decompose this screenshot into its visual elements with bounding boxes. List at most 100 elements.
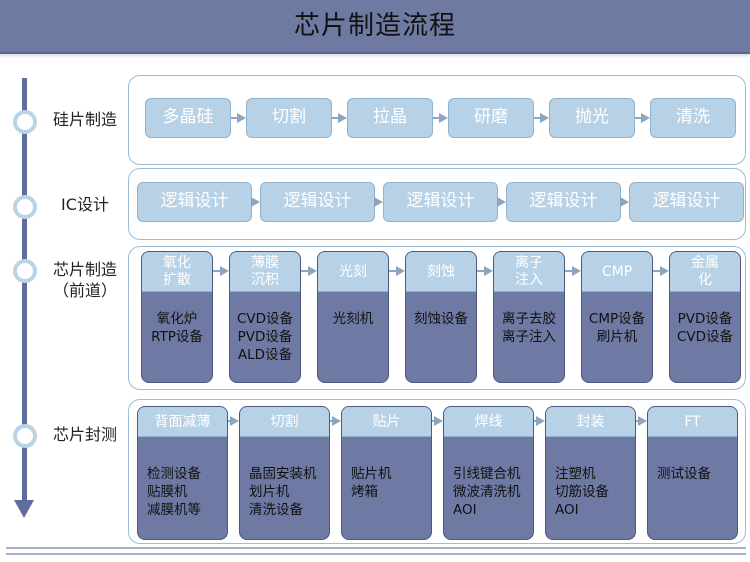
equipment-list: 晶固安装机 划片机 清洗设备 [249,466,317,518]
flow-arrow-icon [220,266,229,276]
process-step-label: 封装 [546,407,635,437]
flow-arrow-shaft [213,270,221,272]
equipment-list: 注塑机 切筋设备 AOI [555,466,609,518]
timeline-arrow-icon [14,500,34,518]
bottom-divider-1 [6,547,746,549]
flow-arrow-shaft [565,270,573,272]
process-step-label: 离子 注入 [494,252,564,292]
process-step-label: CMP [582,252,652,292]
equipment-card: 离子 注入离子去胶 离子注入 [493,251,565,383]
timeline-node-4 [13,424,37,448]
stage-label-ic-design: IC设计 [61,195,109,214]
process-step: 多晶硅 [145,98,231,138]
timeline-node-3 [13,259,37,283]
bottom-divider-2 [6,553,746,555]
process-step-label: 焊线 [444,407,533,437]
flow-arrow-shaft [433,117,440,119]
title-bar [0,0,750,54]
flow-arrow-shaft [231,117,238,119]
timeline-line [22,78,27,508]
flow-arrow-icon [540,113,549,123]
equipment-card: FT 测试设备 [647,406,738,540]
stage-label-packaging: 芯片封测 [52,425,117,444]
flow-arrow-icon [374,197,383,207]
process-step-label: 薄膜 沉积 [230,252,300,292]
flow-arrow-icon [484,266,493,276]
process-step: 切割 [246,98,332,138]
flow-arrow-shaft [477,270,485,272]
equipment-card: 封装注塑机 切筋设备 AOI [545,406,636,540]
flow-arrow-shaft [330,420,333,422]
flow-arrow-icon [251,197,260,207]
flow-arrow-icon [237,113,246,123]
process-step: 逻辑设计 [260,182,375,222]
flow-arrow-shaft [228,420,231,422]
flow-arrow-icon [332,416,341,426]
process-step-label: 切割 [240,407,329,437]
equipment-list: 光刻机 [332,311,374,327]
flow-arrow-icon [572,266,581,276]
flow-arrow-icon [396,266,405,276]
panel-ic-design: 逻辑设计逻辑设计逻辑设计逻辑设计逻辑设计 [128,168,746,240]
flow-arrow-shaft [301,270,309,272]
flow-arrow-icon [434,416,443,426]
flow-arrow-icon [620,197,629,207]
flow-arrow-icon [641,113,650,123]
flow-arrow-icon [638,416,647,426]
process-step-label: 光刻 [318,252,388,292]
flow-arrow-shaft [635,117,642,119]
stage-label-silicon: 硅片制造 [52,110,117,129]
flow-arrow-icon [308,266,317,276]
process-step: 清洗 [650,98,736,138]
flow-arrow-shaft [389,270,397,272]
process-step: 拉晶 [347,98,433,138]
process-step-label: 贴片 [342,407,431,437]
flow-arrow-icon [497,197,506,207]
equipment-list: 贴片机 烤箱 [351,466,392,500]
equipment-card: CMP CMP设备 刷片机 [581,251,653,383]
flow-arrow-icon [660,266,669,276]
panel-silicon: 多晶硅切割拉晶研磨抛光清洗 [128,75,746,165]
process-step-label: 刻蚀 [406,252,476,292]
flow-arrow-shaft [534,117,541,119]
flow-arrow-shaft [332,117,339,119]
equipment-card: 焊线引线键合机 微波清洗机 AOI [443,406,534,540]
panel-packaging: 背面减薄检测设备 贴膜机 减膜机等切割晶固安装机 划片机 清洗设备贴片贴片机 烤… [128,399,746,544]
equipment-card: 背面减薄检测设备 贴膜机 减膜机等 [137,406,228,540]
flow-arrow-icon [439,113,448,123]
equipment-card: 切割晶固安装机 划片机 清洗设备 [239,406,330,540]
equipment-list: 氧化炉 RTP设备 [151,311,203,345]
flow-arrow-icon [338,113,347,123]
process-step-label: 氧化 扩散 [142,252,212,292]
process-step: 逻辑设计 [506,182,621,222]
process-step: 研磨 [448,98,534,138]
equipment-card: 金属 化 PVD设备 CVD设备 [669,251,741,383]
flow-arrow-shaft [636,420,639,422]
equipment-card: 贴片贴片机 烤箱 [341,406,432,540]
timeline-node-1 [13,110,37,134]
equipment-list: 测试设备 [657,466,711,482]
equipment-card: 光刻光刻机 [317,251,389,383]
equipment-list: 检测设备 贴膜机 减膜机等 [147,466,201,518]
equipment-card: 氧化 扩散氧化炉 RTP设备 [141,251,213,383]
equipment-list: PVD设备 CVD设备 [676,311,734,345]
equipment-list: 离子去胶 离子注入 [502,311,556,345]
page-title: 芯片制造流程 [293,11,456,41]
flow-arrow-shaft [534,420,537,422]
timeline-node-2 [13,195,37,219]
process-step: 抛光 [549,98,635,138]
equipment-list: 刻蚀设备 [414,311,468,327]
process-step: 逻辑设计 [629,182,744,222]
process-step: 逻辑设计 [137,182,252,222]
equipment-list: 引线键合机 微波清洗机 AOI [453,466,521,518]
process-step: 逻辑设计 [383,182,498,222]
process-step-label: FT [648,407,737,437]
process-step-label: 金属 化 [670,252,740,292]
stage-label-front-end: 芯片制造 （前道） [52,260,117,300]
flow-arrow-shaft [653,270,661,272]
equipment-list: CMP设备 刷片机 [588,311,646,345]
equipment-card: 刻蚀刻蚀设备 [405,251,477,383]
flow-arrow-icon [536,416,545,426]
